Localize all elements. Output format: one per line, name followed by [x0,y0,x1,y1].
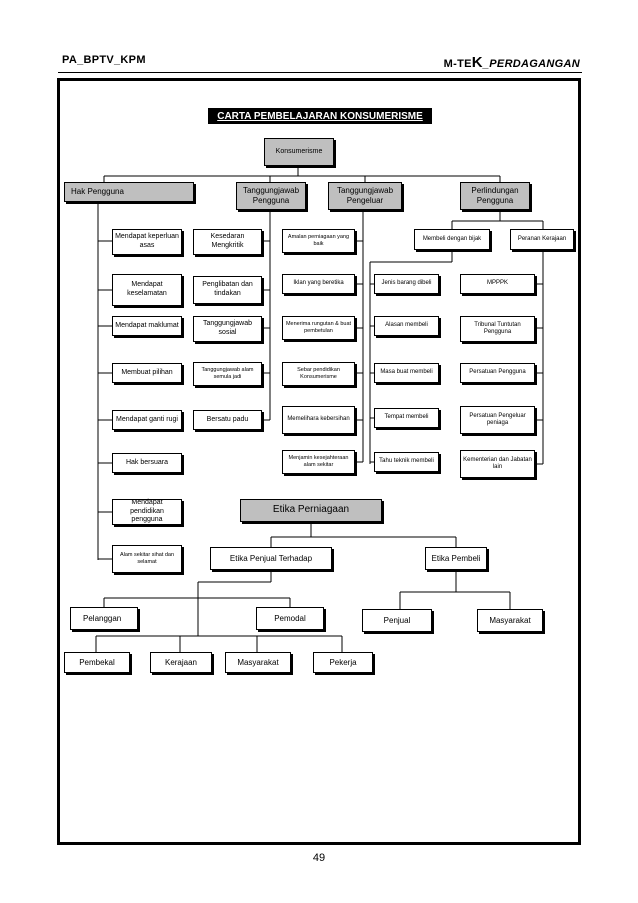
chart-title: CARTA PEMBELAJARAN KONSUMERISME [208,108,432,124]
node-pemodal: Pemodal [256,607,324,630]
beli-item: Tahu teknik membeli [374,452,439,472]
hak-item: Mendapat pendidikan pengguna [112,499,182,525]
kerajaan-item: Kementerian dan Jabatan lain [460,450,535,478]
node-pelanggan: Pelanggan [70,607,138,630]
node-masyarakat: Masyarakat [225,652,291,673]
node-etika-penjual: Etika Penjual Terhadap [210,547,332,570]
node-tj-pengguna: Tanggungjawab Pengguna [236,182,306,210]
node-etika-perniagaan: Etika Perniagaan [240,499,382,522]
header-right-big: K [471,54,483,71]
beli-item: Jenis barang dibeli [374,274,439,294]
kerajaan-item: Tribunal Tuntutan Pengguna [460,316,535,342]
kerajaan-item: Peranan Kerajaan [510,229,574,250]
node-tj-pengeluar: Tanggungjawab Pengeluar [328,182,402,210]
tjp-item: Kesedaran Mengkritik [193,229,262,255]
tjp-item: Tanggungjawab alam semula jadi [193,362,262,386]
node-pembekal: Pembekal [64,652,130,673]
beli-item: Membeli dengan bijak [414,229,490,250]
node-kerajaan: Kerajaan [150,652,212,673]
page-number: 49 [312,852,326,864]
hak-item: Hak bersuara [112,453,182,473]
tjp-item: Bersatu padu [193,410,262,430]
header-right-post: _PERDAGANGAN [482,58,580,70]
tjpe-item: Sebar pendidikan Konsumerisme [282,362,355,386]
beli-item: Tempat membeli [374,408,439,428]
tjp-item: Penglibatan dan tindakan [193,276,262,304]
tjpe-item: Memelihara kebersihan [282,406,355,434]
node-etika-pembeli: Etika Pembeli [425,547,487,570]
hak-item: Mendapat keselamatan [112,274,182,306]
tjpe-item: Iklan yang beretika [282,274,355,294]
hak-item: Mendapat maklumat [112,316,182,336]
header-right-pre: M-TE [443,58,472,70]
hak-item: Mendapat keperluan asas [112,229,182,255]
kerajaan-item: Persatuan Pengguna [460,363,535,383]
root-node: Konsumerisme [264,138,334,166]
hak-item: Membuat pilihan [112,363,182,383]
kerajaan-item: MPPPK [460,274,535,294]
node-hak-pengguna: Hak Pengguna [64,182,194,202]
node-penjual: Penjual [362,609,432,632]
kerajaan-item: Persatuan Pengeluar peniaga [460,406,535,434]
header-right: M-TEK_PERDAGANGAN [444,54,580,71]
hak-item: Alam sekitar sihat dan selamat [112,545,182,573]
tjpe-item: Amalan perniagaan yang baik [282,229,355,253]
tjpe-item: Menerima rungutan & buat pembetulan [282,316,355,340]
hak-item: Mendapat ganti rugi [112,410,182,430]
node-pekerja: Pekerja [313,652,373,673]
page-frame [57,78,581,845]
header-left: PA_BPTV_KPM [62,54,146,66]
beli-item: Masa buat membeli [374,363,439,383]
node-masyarakat-pembeli: Masyarakat [477,609,543,632]
tjp-item: Tanggungjawab sosial [193,316,262,342]
beli-item: Alasan membeli [374,316,439,336]
header-rule [58,72,582,73]
tjpe-item: Menjamin kesejahteraan alam sekitar [282,450,355,474]
node-perlindungan: Perlindungan Pengguna [460,182,530,210]
